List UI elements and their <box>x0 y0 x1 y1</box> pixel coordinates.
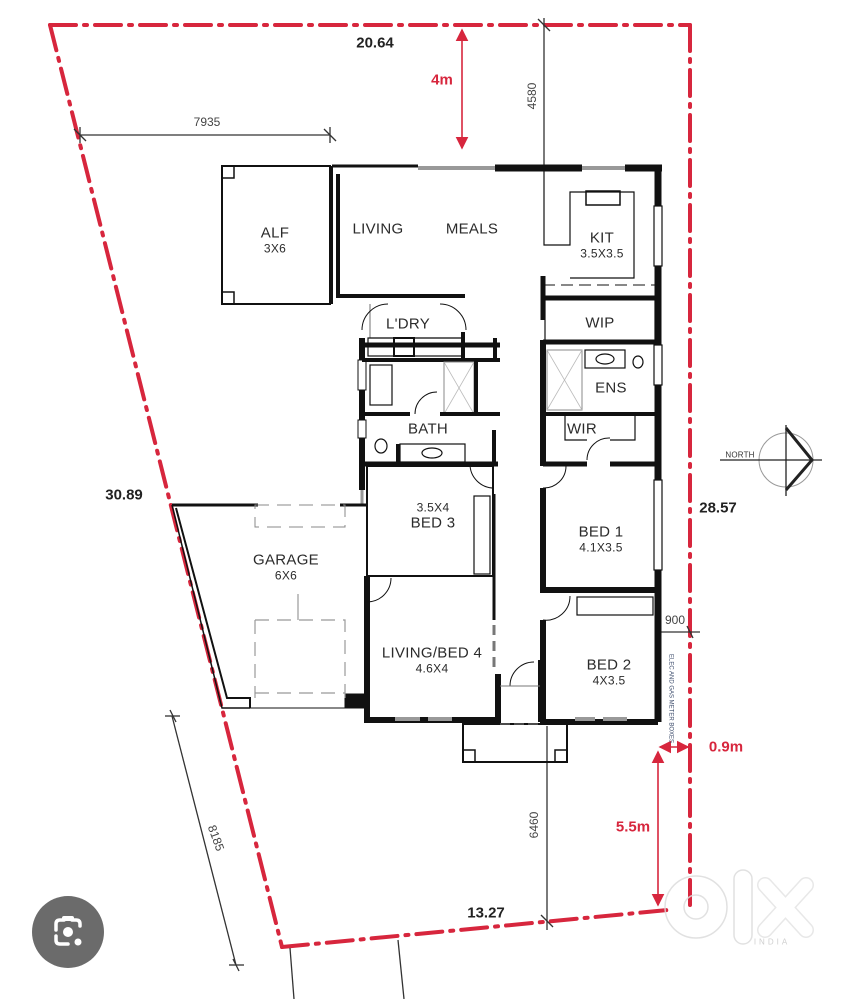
dimension-lines <box>73 18 700 999</box>
room-alf-name: ALF <box>260 224 290 242</box>
boundary-right-length: 28.57 <box>699 499 737 517</box>
dim-bottom-to-house: 6460 <box>527 811 541 839</box>
setback-rear: 5.5m <box>615 818 651 836</box>
room-bed2: BED 2 4X3.5 <box>587 657 632 688</box>
north-arrow-symbol <box>720 425 822 496</box>
dim-alf-offset: 7935 <box>193 115 221 129</box>
room-kit: KIT 3.5X3.5 <box>580 230 623 261</box>
room-alf-size: 3X6 <box>263 241 287 256</box>
room-wir-name: WIR <box>566 420 598 438</box>
room-garage-size: 6X6 <box>274 568 298 583</box>
dim-top-to-house: 4580 <box>525 82 539 110</box>
room-living-name: LIVING <box>352 220 404 238</box>
setback-arrows <box>455 28 690 907</box>
olx-watermark <box>664 869 814 945</box>
north-label: NORTH <box>725 450 755 460</box>
room-ldry-name: L'DRY <box>385 315 431 333</box>
house-walls <box>171 164 663 763</box>
room-bed2-name: BED 2 <box>586 656 632 674</box>
boundary-top-length: 20.64 <box>356 34 394 52</box>
room-bed1-name: BED 1 <box>578 523 624 541</box>
boundary-left-length: 30.89 <box>105 486 143 504</box>
google-lens-button[interactable] <box>32 896 104 968</box>
room-bed3: 3.5X4 BED 3 <box>411 501 456 532</box>
room-bed3-size: 3.5X4 <box>416 500 450 515</box>
setback-front: 4m <box>431 71 453 89</box>
room-bed1-size: 4.1X3.5 <box>579 540 623 555</box>
room-kit-name: KIT <box>589 229 615 247</box>
room-garage: GARAGE 6X6 <box>253 552 319 583</box>
setback-side: 0.9m <box>708 738 744 756</box>
dim-side-clearance: 900 <box>664 613 686 627</box>
google-lens-icon <box>54 916 82 946</box>
room-ens-name: ENS <box>595 379 627 397</box>
room-wip-name: WIP <box>585 314 615 332</box>
room-kit-size: 3.5X3.5 <box>580 246 624 261</box>
room-bed1: BED 1 4.1X3.5 <box>579 524 624 555</box>
olx-watermark-region: INDIA <box>753 937 791 947</box>
room-bed4-size: 4.6X4 <box>415 661 449 676</box>
meter-box-note: ELEC AND GAS METER BOXES <box>667 654 674 744</box>
room-bed3-name: BED 3 <box>410 514 456 532</box>
room-alf: ALF 3X6 <box>261 225 289 256</box>
room-meals-name: MEALS <box>445 220 499 238</box>
room-bed4: LIVING/BED 4 4.6X4 <box>382 645 482 676</box>
room-garage-name: GARAGE <box>253 551 319 569</box>
room-bed2-size: 4X3.5 <box>592 673 626 688</box>
boundary-bottom-length: 13.27 <box>467 904 505 922</box>
room-bed4-name: LIVING/BED 4 <box>381 644 483 662</box>
property-boundary <box>48 23 692 949</box>
room-bath-name: BATH <box>407 420 449 438</box>
